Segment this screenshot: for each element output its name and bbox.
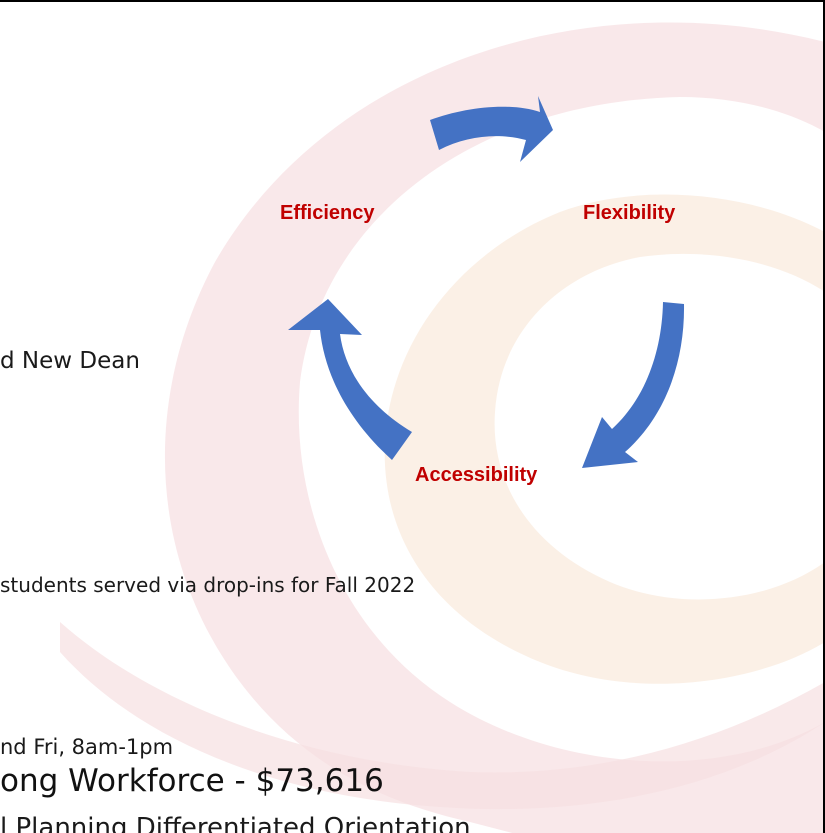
cycle-arrow-left [288,299,412,460]
watermark-swoosh [60,622,823,810]
cycle-arrow-right [582,302,685,468]
bullet-drop-ins: students served via drop-ins for Fall 20… [0,573,416,597]
cycle-label-accessibility: Accessibility [415,464,538,486]
watermark-inner-ring [384,194,823,684]
bullet-workforce-funding: ong Workforce - $73,616 [0,763,384,799]
bullet-new-dean: d New Dean [0,348,140,374]
cycle-arrow-top [430,96,553,162]
cycle-label-flexibility: Flexibility [583,202,676,224]
bullet-hours: nd Fri, 8am-1pm [0,735,174,759]
watermark-outer-ring [164,22,823,833]
bullet-orientation: l Planning Differentiated Orientation [0,813,471,833]
watermark-logo [60,22,823,833]
cycle-label-efficiency: Efficiency [280,202,375,224]
cycle-arrows [288,96,685,468]
